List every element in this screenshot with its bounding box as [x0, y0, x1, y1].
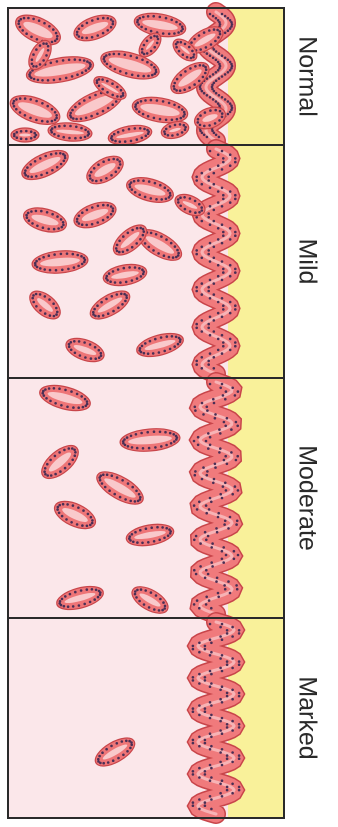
label-normal: Normal [293, 36, 321, 117]
villi-marked [192, 622, 241, 814]
villi-mild [195, 149, 236, 374]
label-marked: Marked [293, 676, 321, 759]
label-mild: Mild [293, 239, 321, 285]
gland [11, 128, 39, 142]
villi-moderate [193, 382, 240, 614]
label-moderate: Moderate [293, 445, 321, 551]
